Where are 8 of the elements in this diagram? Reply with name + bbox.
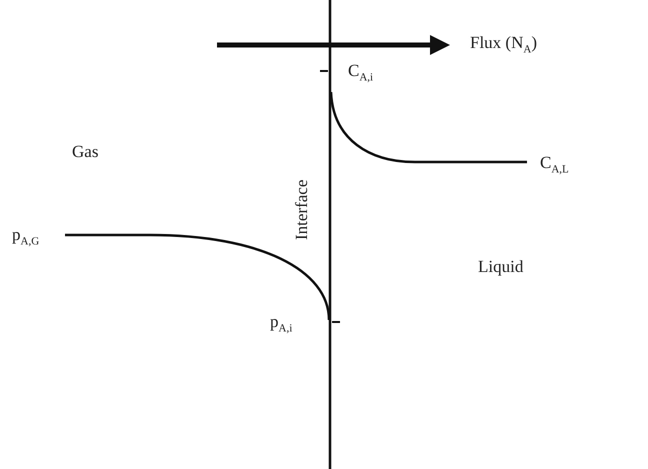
partial-pressure-label: p$_{A,i}$ bbox=[270, 313, 292, 334]
concentration-label: C$_{A,i}$ bbox=[348, 62, 374, 84]
partial-pressure-label: p$_{A,G}$ bbox=[12, 226, 40, 248]
phase-label: Liquid bbox=[478, 258, 524, 277]
phase-label: Gas bbox=[72, 143, 98, 162]
interface-label: Interface bbox=[293, 180, 312, 240]
concentration-label: C$_{A,L}$ bbox=[540, 154, 569, 176]
flux-label: Flux (N$_{A}$) bbox=[470, 34, 537, 56]
